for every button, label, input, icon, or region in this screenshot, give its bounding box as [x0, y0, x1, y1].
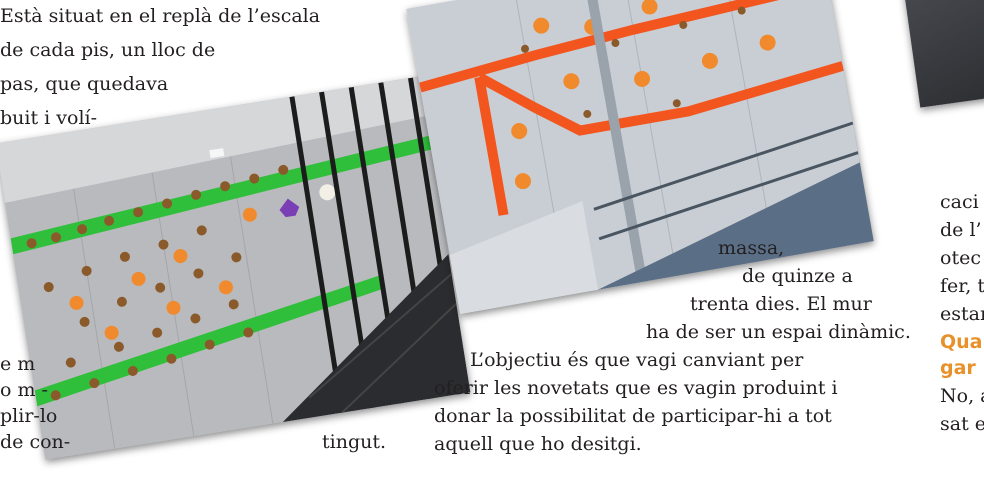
right-text-line-5: estar	[940, 303, 984, 325]
left-text-line-3: pas, que quedava	[0, 73, 169, 95]
left-text-line-7: plir-lo	[0, 405, 58, 427]
center-text-line-2: de quinze a	[742, 265, 853, 287]
photo-fragment-right	[900, 0, 984, 108]
center-text-line-6: oferir les novetats que es vagin produin…	[434, 377, 838, 399]
center-text-line-4: ha de ser un espai dinàmic.	[646, 321, 911, 343]
center-text-line-3: trenta dies. El mur	[690, 293, 872, 315]
left-text-line-2: de cada pis, un lloc de	[0, 39, 216, 61]
right-text-line-2: de l’	[940, 219, 982, 241]
green-band-top	[10, 135, 432, 255]
photo-stairwell-green-band	[0, 76, 471, 460]
right-text-line-3: otec	[940, 247, 981, 269]
right-heading-line-1: Qua	[940, 331, 983, 353]
right-text-line-1: caci	[940, 191, 979, 213]
left-text-line-1: Està situat en el replà de l’escala	[0, 5, 321, 27]
center-text-line-5: L’objectiu és que vagi canviant per	[470, 349, 804, 371]
left-text-line-8-end: tingut.	[322, 431, 387, 453]
left-text-line-5: e m	[0, 353, 36, 375]
photo-stairwell-orange-band	[406, 0, 874, 315]
right-text-line-7: sat e	[940, 413, 984, 435]
center-text-line-7: donar la possibilitat de participar-hi a…	[434, 405, 832, 427]
stairwell-orange-illustration	[406, 0, 874, 315]
right-text-line-6: No, a	[940, 385, 984, 407]
left-text-line-8: de con-	[0, 431, 71, 453]
center-text-line-8: aquell que ho desitgi.	[434, 433, 642, 455]
right-heading-line-2: gar	[940, 357, 976, 379]
right-text-line-4: fer, t	[940, 275, 984, 297]
stairwell-illustration	[0, 76, 471, 460]
left-text-line-6: o m -	[0, 379, 48, 401]
left-text-line-4: buit i volí-	[0, 107, 98, 129]
center-text-line-1: massa,	[718, 237, 785, 259]
